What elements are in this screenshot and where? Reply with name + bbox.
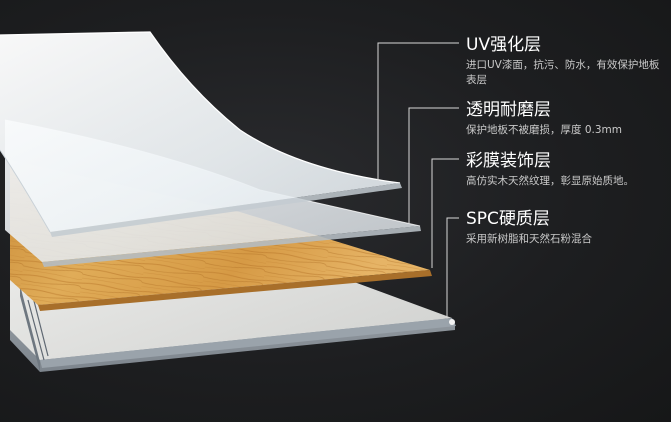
label-spc-layer: SPC硬质层 采用新树脂和天然石粉混合 bbox=[466, 209, 666, 247]
spc-layer-description: 采用新树脂和天然石粉混合 bbox=[466, 233, 592, 245]
leader-line-spc bbox=[446, 217, 459, 318]
leader-line-uv bbox=[377, 42, 459, 181]
uv-layer bbox=[0, 31, 402, 237]
film-layer-title: 彩膜装饰层 bbox=[466, 151, 551, 171]
label-uv-layer: UV强化层 进口UV漆面，抗污、防水，有效保护地板表层 bbox=[466, 35, 666, 88]
label-film-layer: 彩膜装饰层 高仿实木天然纹理，彰显原始质地。 bbox=[466, 151, 671, 189]
leader-line-film bbox=[431, 158, 459, 268]
wear-layer-description: 保护地板不被磨损，厚度 0.3mm bbox=[466, 124, 622, 136]
uv-layer-description: 进口UV漆面，抗污、防水，有效保护地板表层 bbox=[466, 59, 660, 86]
uv-layer-title: UV强化层 bbox=[466, 35, 542, 55]
leader-line-wear bbox=[408, 107, 459, 224]
label-wear-layer: 透明耐磨层 保护地板不被磨损，厚度 0.3mm bbox=[466, 100, 666, 138]
spc-layer-title: SPC硬质层 bbox=[466, 209, 550, 229]
film-layer-description: 高仿实木天然纹理，彰显原始质地。 bbox=[466, 175, 634, 187]
leader-lines bbox=[377, 42, 459, 318]
wear-layer-title: 透明耐磨层 bbox=[466, 100, 551, 120]
